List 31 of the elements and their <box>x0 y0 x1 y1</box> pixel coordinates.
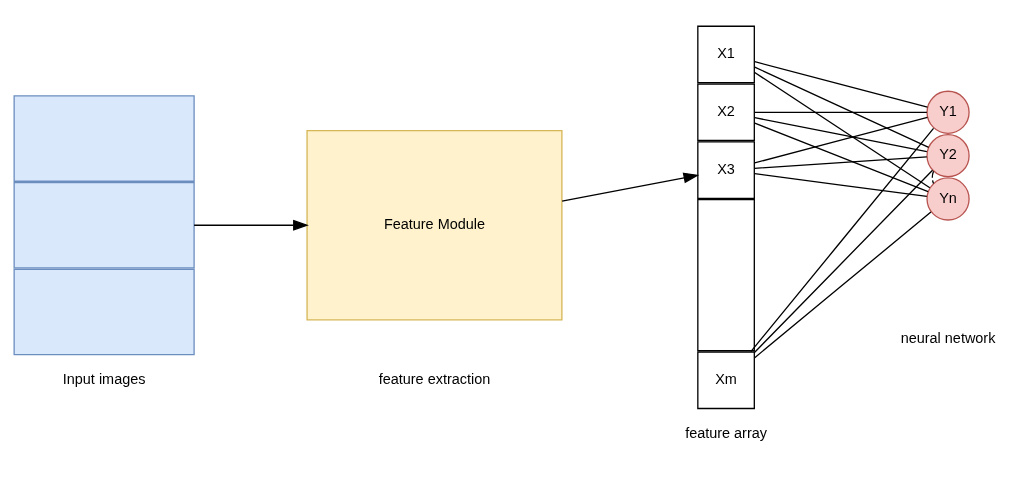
connector <box>754 169 934 353</box>
connector <box>754 156 928 169</box>
connector <box>754 116 929 164</box>
node-circle: Y2 <box>926 133 970 178</box>
node-box: X2 <box>697 83 755 142</box>
arrow <box>561 172 700 202</box>
connector <box>754 71 931 189</box>
node-box: X3 <box>697 141 755 199</box>
connector <box>754 66 930 148</box>
connector <box>931 170 935 185</box>
connector <box>754 111 928 113</box>
connector <box>750 127 935 353</box>
label: Input images <box>62 370 146 387</box>
label: feature array <box>685 424 767 441</box>
connector <box>754 211 932 359</box>
label: neural network <box>900 330 996 347</box>
label: feature extraction <box>378 370 491 387</box>
arrow <box>193 219 309 231</box>
connector <box>754 117 928 153</box>
connector <box>754 122 929 193</box>
node-box: Feature Module <box>306 130 563 321</box>
node-circle: Y1 <box>926 90 970 134</box>
node-box <box>13 268 195 356</box>
node-box <box>13 181 195 269</box>
node-circle: Yn <box>926 177 970 221</box>
node-box <box>13 95 195 182</box>
connector <box>754 61 929 108</box>
node-box <box>697 199 755 352</box>
node-box: X1 <box>697 25 755 84</box>
node-box: Xm <box>697 351 755 410</box>
connector <box>754 173 928 198</box>
